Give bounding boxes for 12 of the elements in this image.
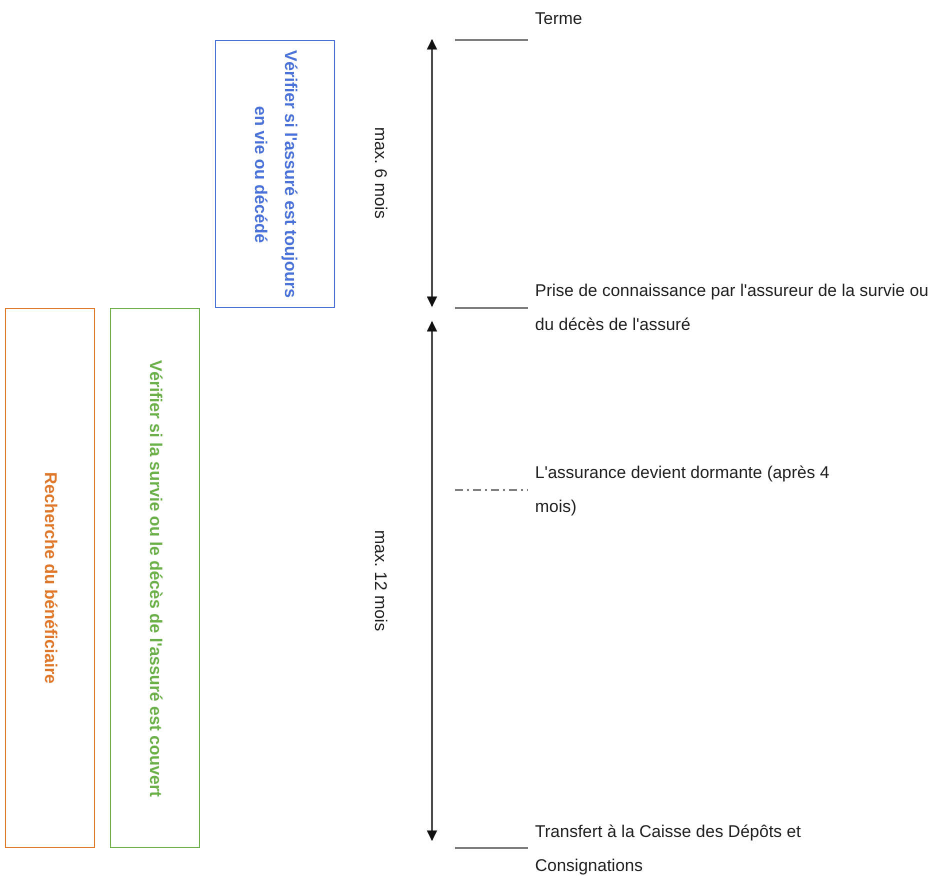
task-box (215, 40, 335, 308)
milestone-label: Terme (535, 8, 584, 30)
milestone-label: Transfert à la Caisse des Dépôts et Consignations (535, 821, 802, 877)
duration-label: max. 6 mois (370, 127, 390, 219)
task-text: Vérifier si l'assuré est toujours en vie ou décédé (250, 49, 301, 300)
task-text: Vérifier si la survie ou le décès de l'assuré est couvert (145, 360, 166, 796)
duration-label: max. 12 mois (370, 530, 390, 631)
task-text: Recherche du bénéficiaire (40, 472, 61, 684)
milestone-label: L'assurance devient dormante (après 4 mois) (535, 462, 830, 518)
task-box (5, 308, 95, 848)
task-box (110, 308, 200, 848)
milestone-label: Prise de connaissance par l'assureur de la survie ou du décès de l'assuré (535, 280, 930, 336)
